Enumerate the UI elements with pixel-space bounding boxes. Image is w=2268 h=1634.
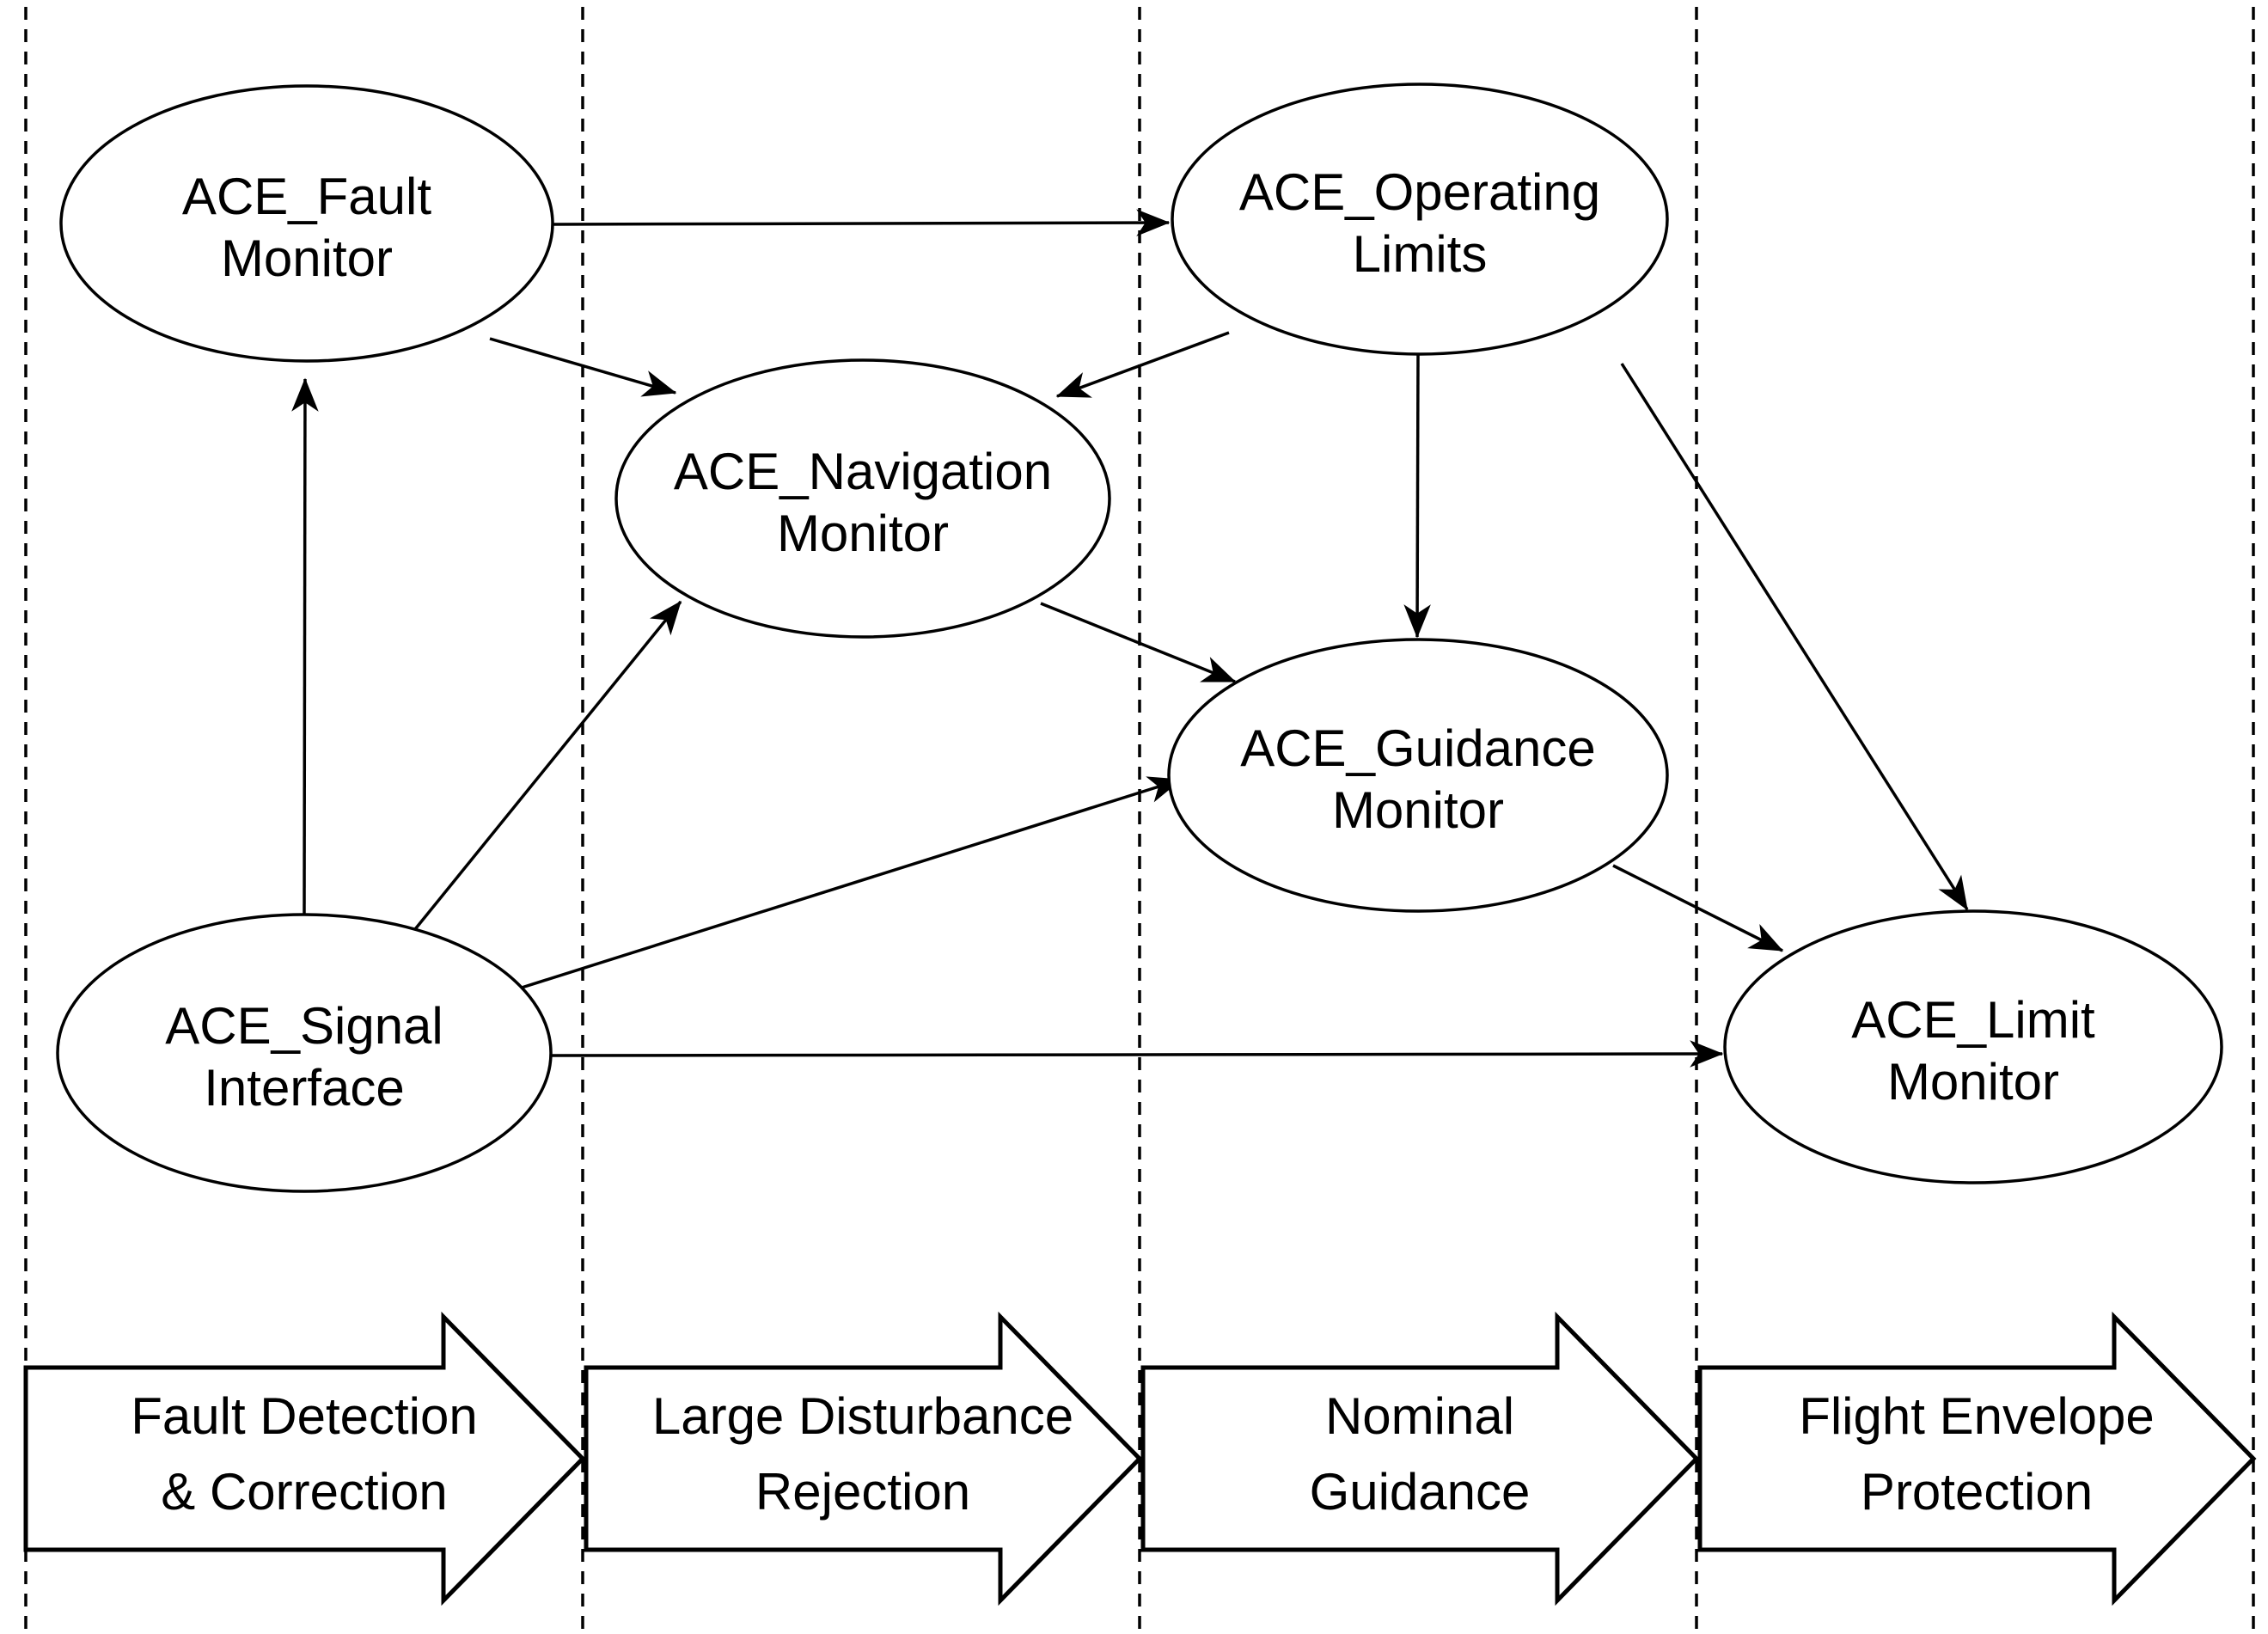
node-ellipse-signal	[56, 913, 553, 1193]
edge-arrow-fault-to-navigation	[489, 337, 677, 397]
node-label-line: Monitor	[777, 505, 949, 562]
edge-arrow-operating-to-limit	[1620, 363, 1969, 911]
node-label-line: ACE_Operating	[1239, 163, 1600, 221]
stage-1-label: Fault Detection & Correction	[131, 1387, 478, 1521]
node-label-line: Monitor	[1887, 1053, 2059, 1111]
stage-label-line: Rejection	[755, 1463, 970, 1521]
edge-arrow-signal-to-guidance	[521, 776, 1183, 989]
node-ellipse-navigation	[614, 358, 1111, 639]
node-ellipse-operating	[1171, 83, 1669, 356]
stage-label-line: Fault Detection	[131, 1387, 478, 1445]
edge-arrow-signal-to-navigation	[410, 600, 682, 935]
stage-3-arrow-shape	[1140, 1311, 1700, 1606]
edge-arrow-operating-to-guidance	[1403, 353, 1431, 639]
stage-label-line: Guidance	[1310, 1463, 1531, 1521]
edge-arrow-operating-to-navigation	[1055, 331, 1230, 398]
stage-label-line: Large Disturbance	[652, 1387, 1073, 1445]
node-label-line: ACE_Guidance	[1240, 719, 1596, 777]
node-label-line: ACE_Signal	[165, 997, 443, 1055]
edge-arrow-signal-to-limit	[550, 1040, 1724, 1068]
edge-arrow-fault-to-operating	[553, 209, 1171, 236]
edge-arrow-navigation-to-guidance	[1040, 602, 1237, 683]
node-ellipse-limit	[1723, 909, 2223, 1184]
node-label-line: ACE_Fault	[182, 168, 431, 225]
node-label-line: Interface	[204, 1059, 404, 1117]
stage-2-arrow-shape	[584, 1311, 1143, 1606]
stage-1-arrow-shape	[23, 1311, 586, 1606]
edge-arrow-guidance-to-limit	[1612, 864, 1784, 952]
stage-label-line: Protection	[1861, 1463, 2093, 1521]
node-label-line: Monitor	[221, 229, 393, 287]
node-label-line: ACE_Navigation	[674, 443, 1052, 500]
node-label-line: ACE_Limit	[1851, 991, 2095, 1049]
node-label-line: Monitor	[1332, 781, 1504, 839]
edge-arrow-signal-to-fault	[291, 377, 319, 915]
stage-label-line: Flight Envelope	[1799, 1387, 2155, 1445]
stage-4-arrow-shape	[1697, 1311, 2257, 1606]
node-ellipse-fault	[59, 84, 554, 363]
stage-label-line: Nominal	[1325, 1387, 1514, 1445]
stage-label-line: & Correction	[161, 1463, 447, 1521]
stage-1: Fault Detection & Correction	[23, 1311, 586, 1606]
node-ellipse-guidance	[1167, 638, 1669, 913]
node-label-line: Limits	[1353, 225, 1488, 283]
